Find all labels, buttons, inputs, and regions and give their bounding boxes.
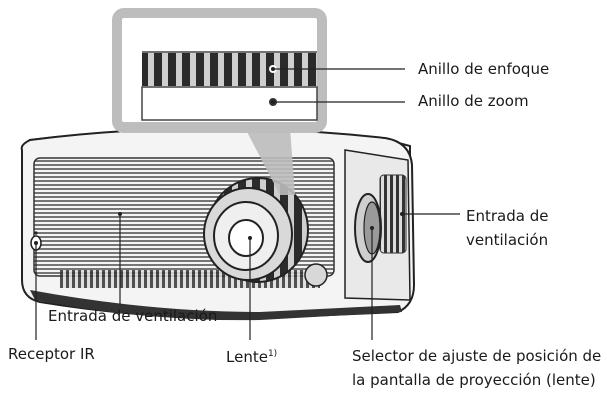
- focus-ring-label: Anillo de enfoque: [418, 60, 550, 78]
- leader-lines: [35, 68, 460, 340]
- lens-footnote-mark: 1): [267, 349, 278, 359]
- front-vent-label: Entrada de ventilación: [48, 307, 218, 325]
- ir-receiver-label: Receptor IR: [8, 345, 95, 363]
- zoom-ring-detail: [141, 86, 318, 121]
- zoom-ring-label: Anillo de zoom: [418, 92, 529, 110]
- side-vent-label-line1: Entrada de: [466, 207, 549, 225]
- lens-glass: [228, 219, 264, 257]
- lens-label-text: Lente: [226, 348, 268, 366]
- lens-assembly: [203, 177, 309, 283]
- lens-shift-dial-label-line2: la pantalla de proyección (lente): [352, 371, 596, 389]
- lens-label: Lente1): [226, 344, 277, 368]
- side-vent-label-line2: ventilación: [466, 231, 549, 249]
- lens-shift-dial-label: Selector de ajuste de posición de la pan…: [352, 344, 601, 392]
- lens-shift-dial-label-line1: Selector de ajuste de posición de: [352, 347, 602, 365]
- side-vent-label: Entrada de ventilación: [466, 204, 548, 252]
